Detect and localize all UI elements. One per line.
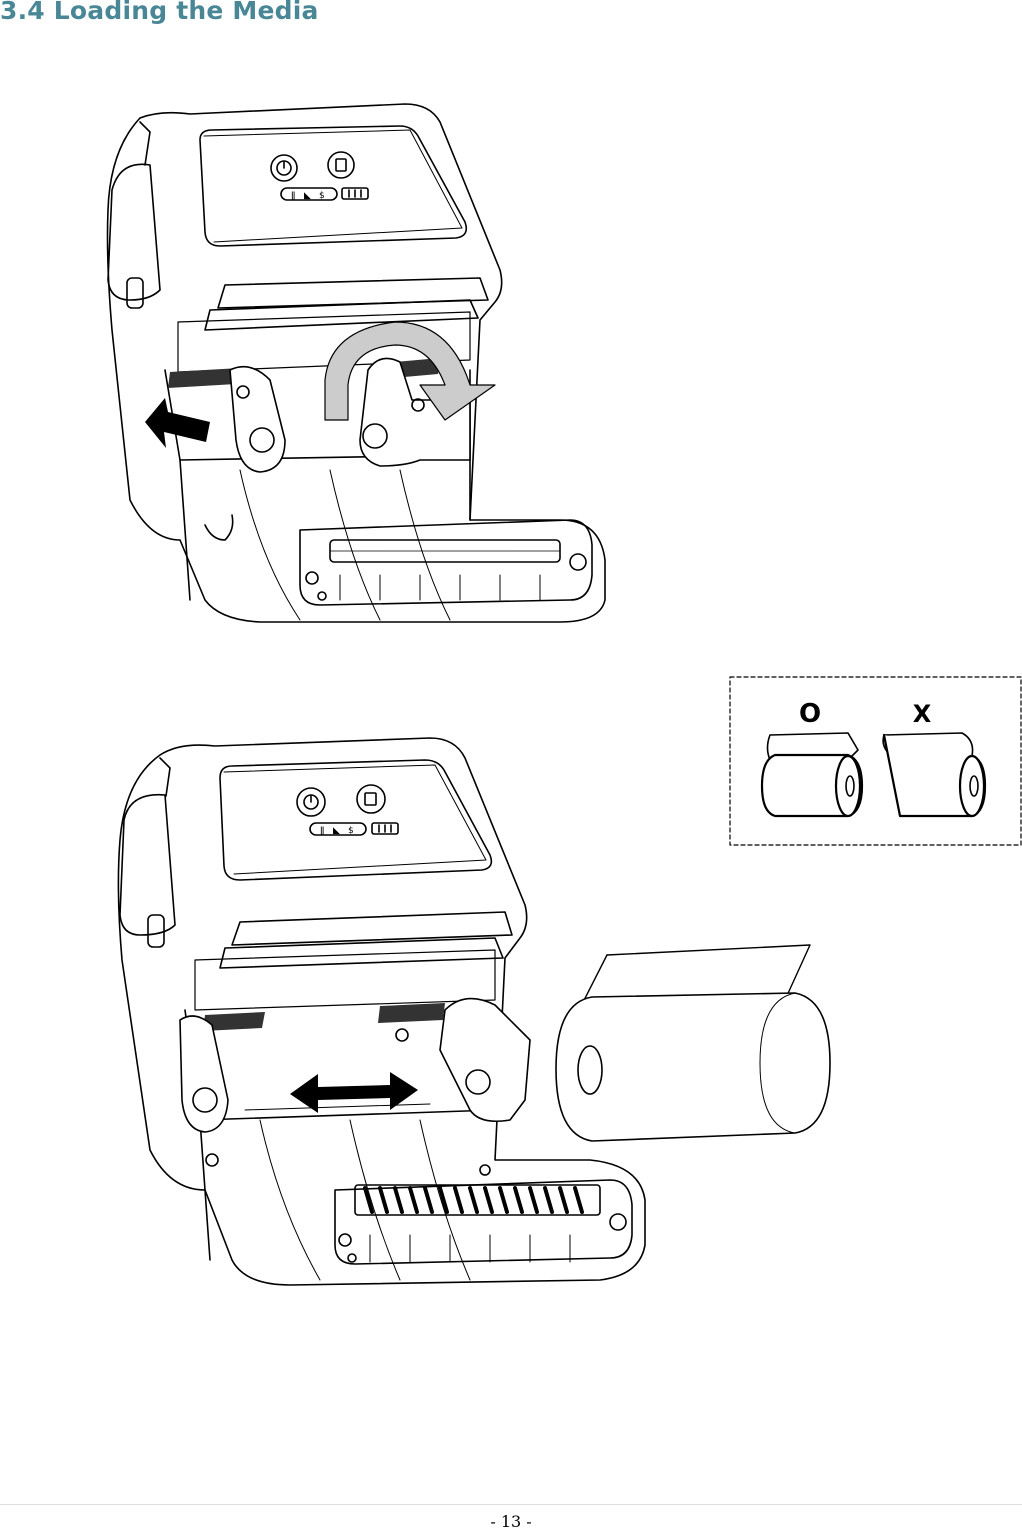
printer-illustration-bottom: ǁ ◣ $ [118,738,645,1285]
footer-divider [0,1504,1022,1505]
svg-text:◣: ◣ [304,191,311,201]
left-media-holder [180,1016,228,1132]
control-panel [200,126,466,246]
svg-text:◣: ◣ [333,826,340,836]
feed-button-icon [328,152,354,178]
svg-text:$: $ [348,826,354,836]
media-roll [556,945,830,1141]
feed-button-icon [357,785,385,813]
left-media-holder [230,367,285,472]
incorrect-roll-icon [883,733,985,816]
incorrect-mark: X [913,700,932,728]
page-number: - 13 - [0,1512,1022,1531]
correct-mark: O [799,699,821,729]
svg-text:$: $ [319,191,325,201]
svg-text:ǁ: ǁ [320,826,324,836]
right-media-holder [440,999,530,1122]
correct-roll-icon [762,733,862,816]
svg-text:ǁ: ǁ [291,191,295,201]
media-compartment [195,950,495,1010]
printer-illustration-top: ǁ ◣ $ [108,104,606,622]
roll-orientation-inset: O X [730,677,1021,845]
media-loading-illustration: ǁ ◣ $ [0,0,1022,1500]
